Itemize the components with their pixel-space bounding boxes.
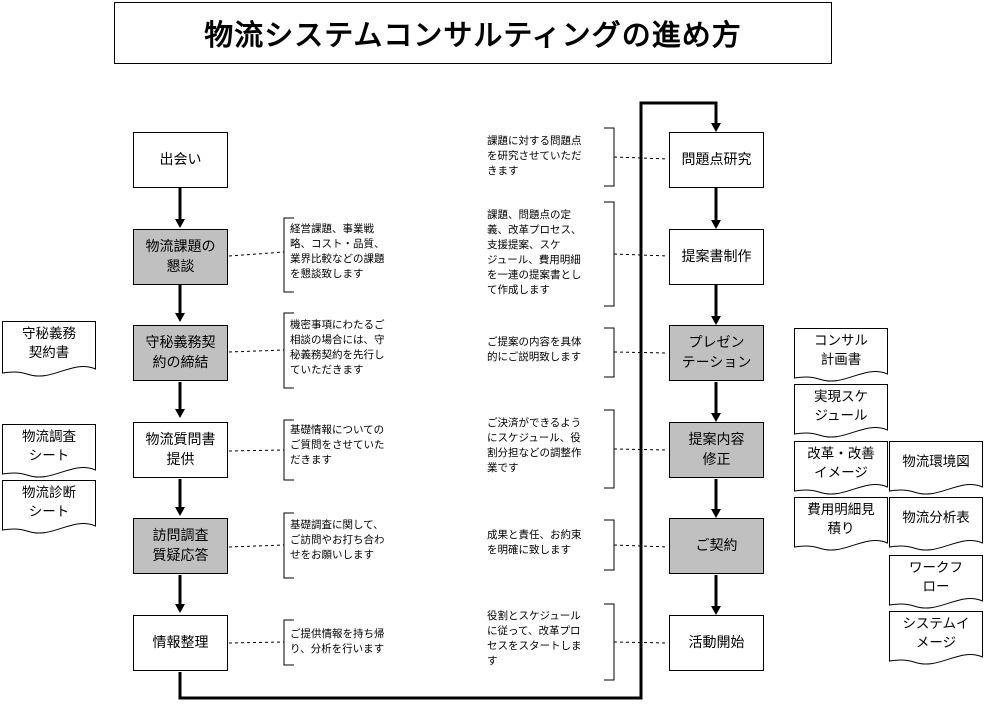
- step-presentation: プレゼン テーション: [669, 325, 764, 381]
- step-contract: ご契約: [669, 518, 764, 574]
- document-shape-icon: [794, 384, 888, 438]
- note-info-organize: ご提供情報を持ち帰 り、分析を行います: [290, 628, 385, 655]
- step-questionnaire: 物流質問書 提供: [133, 422, 228, 478]
- doc-cost-estimate: 費用明細見 積り: [794, 497, 888, 553]
- document-shape-icon: [794, 497, 888, 551]
- step-deai: 出会い: [133, 132, 228, 188]
- doc-implementation-schedule: 実現スケ ジュール: [794, 384, 888, 440]
- note-proposal-revision: ご決済ができるよう にスケジュール、役 割分担などの調整作 業です: [487, 417, 582, 474]
- step-proposal-revision: 提案内容 修正: [669, 422, 764, 478]
- step-proposal-creation: 提案書制作: [669, 229, 764, 285]
- doc-consulting-plan: コンサル 計画書: [794, 328, 888, 384]
- note-presentation: ご提案の内容を具体 的にご説明致します: [487, 336, 582, 363]
- step-info-organize: 情報整理: [133, 615, 228, 671]
- note-proposal-creation: 課題、問題点の定 義、改革プロセス、 支援提案、スケ ジュール、費用明細 を一連…: [487, 209, 582, 296]
- page-title: 物流システムコンサルティングの進め方: [114, 2, 832, 64]
- doc-nda: 守秘義務 契約書: [2, 321, 96, 379]
- note-site-visit: 基礎調査に関して、 ご訪問やお打ち合わ せをお願いします: [290, 519, 385, 561]
- step-activity-start: 活動開始: [669, 615, 764, 671]
- doc-system-image: システムイ メージ: [889, 611, 983, 667]
- doc-reform-image: 改革・改善 イメージ: [794, 441, 888, 497]
- note-questionnaire: 基礎情報についての ご質問をさせていた だきます: [290, 424, 385, 466]
- step-nda-signing: 守秘義務契 約の締結: [133, 325, 228, 381]
- document-shape-icon: [794, 328, 888, 382]
- document-shape-icon: [889, 555, 983, 609]
- document-shape-icon: [889, 441, 983, 495]
- document-shape-icon: [889, 497, 983, 551]
- step-site-visit: 訪問調査 質疑応答: [133, 518, 228, 574]
- doc-logistics-environment-map: 物流環境図: [889, 441, 983, 497]
- document-shape-icon: [794, 441, 888, 495]
- note-contract: 成果と責任、お約束 を明確に致します: [487, 529, 582, 556]
- step-logistics-issue-discussion: 物流課題の 懇談: [133, 229, 228, 285]
- doc-logistics-diagnosis: 物流診断 シート: [2, 480, 96, 536]
- document-shape-icon: [889, 611, 983, 665]
- note-activity-start: 役割とスケジュール に従って、改革プロ セスをスタートしま す: [487, 610, 582, 667]
- doc-workflow: ワークフ ロー: [889, 555, 983, 611]
- document-shape-icon: [2, 321, 96, 377]
- note-problem-study: 課題に対する問題点 を研究させていただ きます: [487, 135, 582, 177]
- step-problem-study: 問題点研究: [669, 132, 764, 188]
- note-issue-discussion: 経営課題、事業戦 略、コスト・品質、 業界比較などの課題 を懇談致します: [290, 223, 385, 280]
- note-nda: 機密事項にわたるご 相談の場合には、守 秘義務契約を先行し ていただきます: [290, 319, 385, 376]
- doc-logistics-survey: 物流調査 シート: [2, 424, 96, 480]
- document-shape-icon: [2, 480, 96, 534]
- document-shape-icon: [2, 424, 96, 478]
- doc-logistics-analysis-table: 物流分析表: [889, 497, 983, 553]
